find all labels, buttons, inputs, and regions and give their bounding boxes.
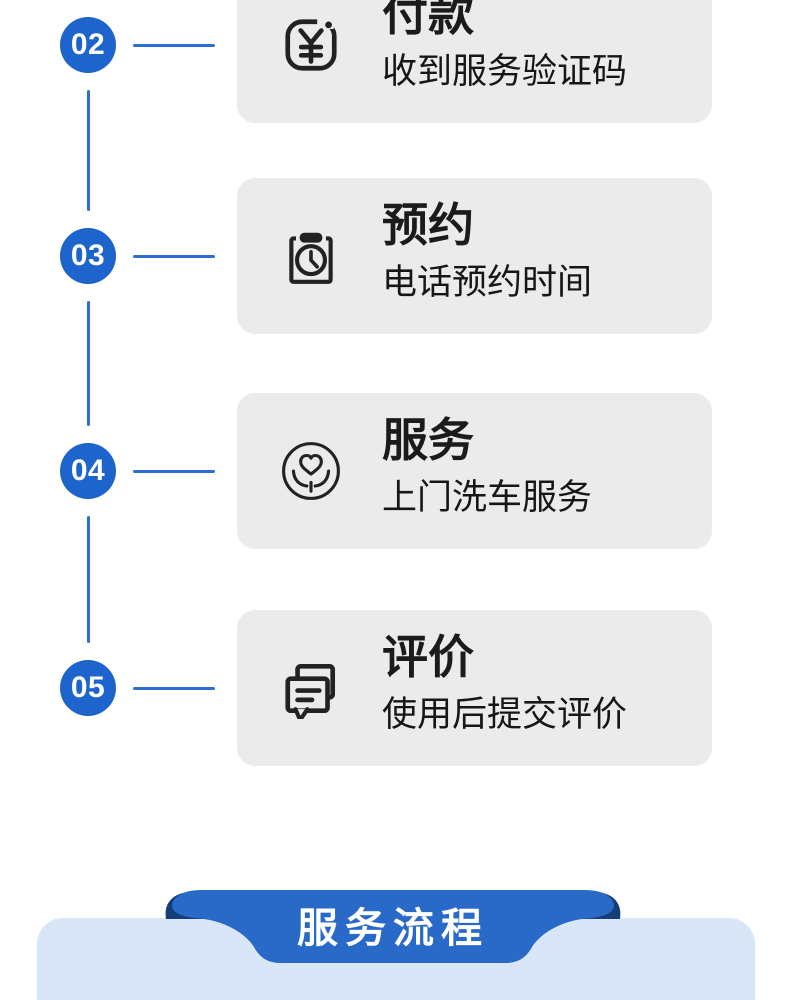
step-card-reservation: 预约 电话预约时间 — [237, 178, 712, 334]
clock-board-icon — [289, 232, 333, 284]
step-connector-h — [133, 43, 215, 47]
step-card-service: 服务 上门洗车服务 — [237, 393, 712, 549]
step-number-badge: 03 — [60, 228, 116, 284]
step-connector-h — [133, 686, 215, 690]
step-connector-h — [133, 254, 215, 258]
step-subtitle: 使用后提交评价 — [382, 695, 628, 734]
step-connector-v — [86, 516, 90, 643]
step-connector-v — [86, 301, 90, 426]
step-number-badge: 02 — [60, 17, 116, 73]
step-connector-v — [86, 90, 90, 211]
ribbon-banner-title: 服务流程 — [297, 905, 489, 951]
step-number-badge: 05 — [60, 660, 116, 716]
step-card-payment: 付款 收到服务验证码 — [237, 0, 712, 123]
step-title: 付款 — [382, 0, 474, 40]
step-subtitle: 上门洗车服务 — [382, 478, 593, 517]
step-title: 评价 — [382, 631, 474, 683]
step-connector-h — [133, 469, 215, 473]
step-subtitle: 收到服务验证码 — [382, 52, 628, 91]
chat-comment-icon — [285, 663, 336, 719]
step-number-badge: 04 — [60, 443, 116, 499]
ribbon-banner — [165, 890, 621, 963]
step-title: 服务 — [382, 414, 474, 466]
step-subtitle: 电话预约时间 — [382, 263, 593, 302]
step-card-review: 评价 使用后提交评价 — [237, 610, 712, 766]
heart-in-hands-icon — [282, 442, 340, 500]
yuan-sign-icon — [285, 17, 337, 71]
step-title: 预约 — [382, 199, 474, 251]
